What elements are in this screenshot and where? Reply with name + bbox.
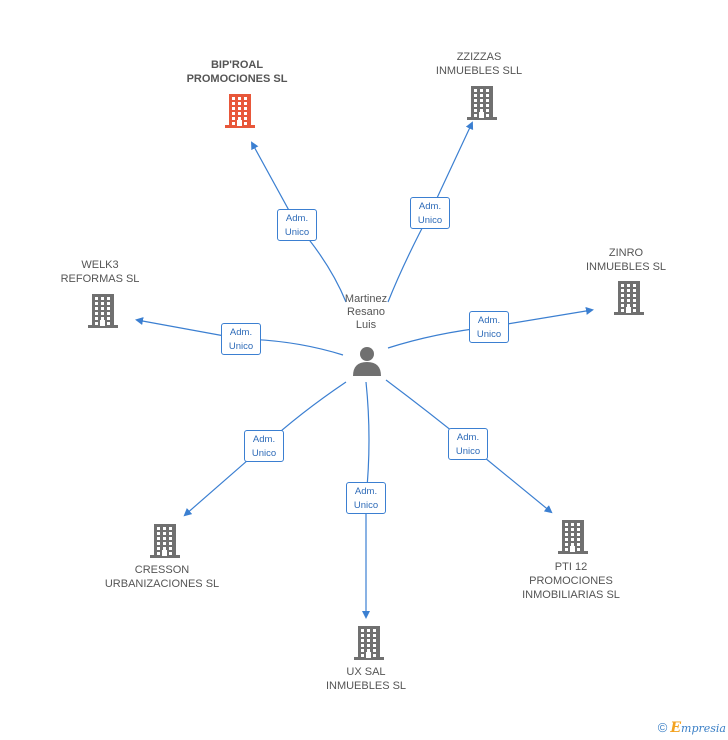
building-icon — [354, 626, 384, 660]
company-name-line: UX SAL — [346, 666, 386, 678]
center-name-line: Resano — [347, 306, 385, 318]
building-icon — [467, 86, 497, 120]
company-name-line: INMUEBLES SL — [585, 261, 667, 273]
relation-text: Adm. — [477, 315, 501, 326]
relation-badge-cresson[interactable]: Adm. Unico — [244, 430, 284, 462]
relation-text: Adm. — [354, 486, 378, 497]
company-name-line: PROMOCIONES — [529, 575, 613, 587]
building-icon — [150, 524, 180, 558]
company-name-line: CRESSON — [134, 564, 190, 576]
company-label-cresson[interactable]: CRESSON URBANIZACIONES SL — [82, 563, 242, 591]
company-name-line: REFORMAS SL — [60, 273, 140, 285]
company-label-zinro[interactable]: ZINRO INMUEBLES SL — [546, 246, 706, 274]
relation-text: Adm. — [252, 434, 276, 445]
company-name-line: INMUEBLES SLL — [435, 65, 523, 77]
relation-badge-zinro[interactable]: Adm. Unico — [469, 311, 509, 343]
company-label-zzizzas[interactable]: ZZIZZAS INMUEBLES SLL — [399, 50, 559, 78]
center-name-line: Luis — [355, 319, 377, 331]
building-icon — [558, 520, 588, 554]
footer-brand[interactable]: ©Empresia — [658, 720, 726, 736]
company-name-line: PROMOCIONES SL — [186, 73, 288, 85]
company-label-biproal[interactable]: BIP'ROAL PROMOCIONES SL — [157, 58, 317, 86]
person-icon — [353, 347, 381, 376]
brand-logo-letter: E — [670, 720, 682, 736]
relation-text: Unico — [251, 448, 277, 459]
relation-text: Unico — [417, 215, 443, 226]
brand-logo-text: mpresia — [681, 722, 726, 735]
company-name-line: BIP'ROAL — [210, 59, 264, 71]
copyright-icon: © — [657, 720, 668, 735]
relation-badge-zzizzas[interactable]: Adm. Unico — [410, 197, 450, 229]
relation-badge-pti12[interactable]: Adm. Unico — [448, 428, 488, 460]
building-icon — [225, 94, 255, 128]
building-icon — [88, 294, 118, 328]
center-name-line: Martinez — [344, 293, 388, 305]
relation-badge-welk3[interactable]: Adm. Unico — [221, 323, 261, 355]
building-icon — [614, 281, 644, 315]
company-name-line: ZINRO — [608, 247, 644, 259]
company-name-line: URBANIZACIONES SL — [104, 578, 220, 590]
relation-text: Adm. — [229, 327, 253, 338]
company-name-line: INMUEBLES SL — [325, 680, 407, 692]
relation-badge-biproal[interactable]: Adm. Unico — [277, 209, 317, 241]
company-name-line: WELK3 — [81, 259, 119, 271]
company-name-line: PTI 12 — [554, 561, 588, 573]
center-person-name: Martinez Resano Luis — [326, 293, 406, 332]
company-name-line: INMOBILIARIAS SL — [522, 589, 620, 601]
relation-text: Adm. — [285, 213, 309, 224]
company-label-uxsal[interactable]: UX SAL INMUEBLES SL — [286, 665, 446, 693]
relation-text: Adm. — [456, 432, 480, 443]
relation-text: Unico — [476, 329, 502, 340]
relation-text: Unico — [455, 446, 481, 457]
company-name-line: ZZIZZAS — [456, 51, 502, 63]
relation-text: Adm. — [418, 201, 442, 212]
relation-text: Unico — [353, 500, 379, 511]
relation-badge-uxsal[interactable]: Adm. Unico — [346, 482, 386, 514]
relation-text: Unico — [228, 341, 254, 352]
relation-text: Unico — [284, 227, 310, 238]
company-label-pti12[interactable]: PTI 12 PROMOCIONES INMOBILIARIAS SL — [491, 560, 651, 602]
